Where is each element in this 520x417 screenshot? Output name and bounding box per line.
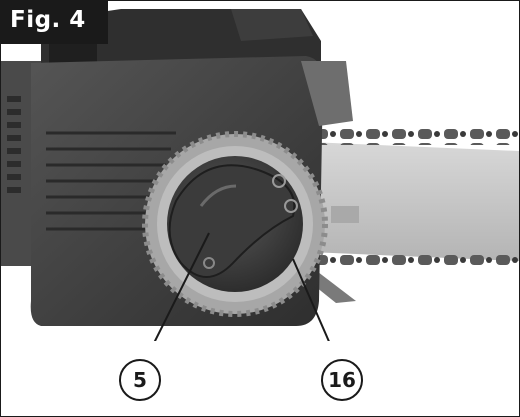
callout-number: 16: [328, 368, 356, 392]
chainsaw-photo: [1, 9, 519, 341]
figure-label-tab: Fig. 4: [1, 1, 108, 44]
callout-number: 5: [133, 368, 147, 392]
leader-line-5: [153, 232, 210, 341]
leader-line-16: [292, 258, 330, 341]
chain-tension-knob: [167, 156, 303, 292]
callout-16: 16: [321, 359, 363, 401]
callout-5: 5: [119, 359, 161, 401]
figure-label: Fig. 4: [10, 7, 86, 33]
